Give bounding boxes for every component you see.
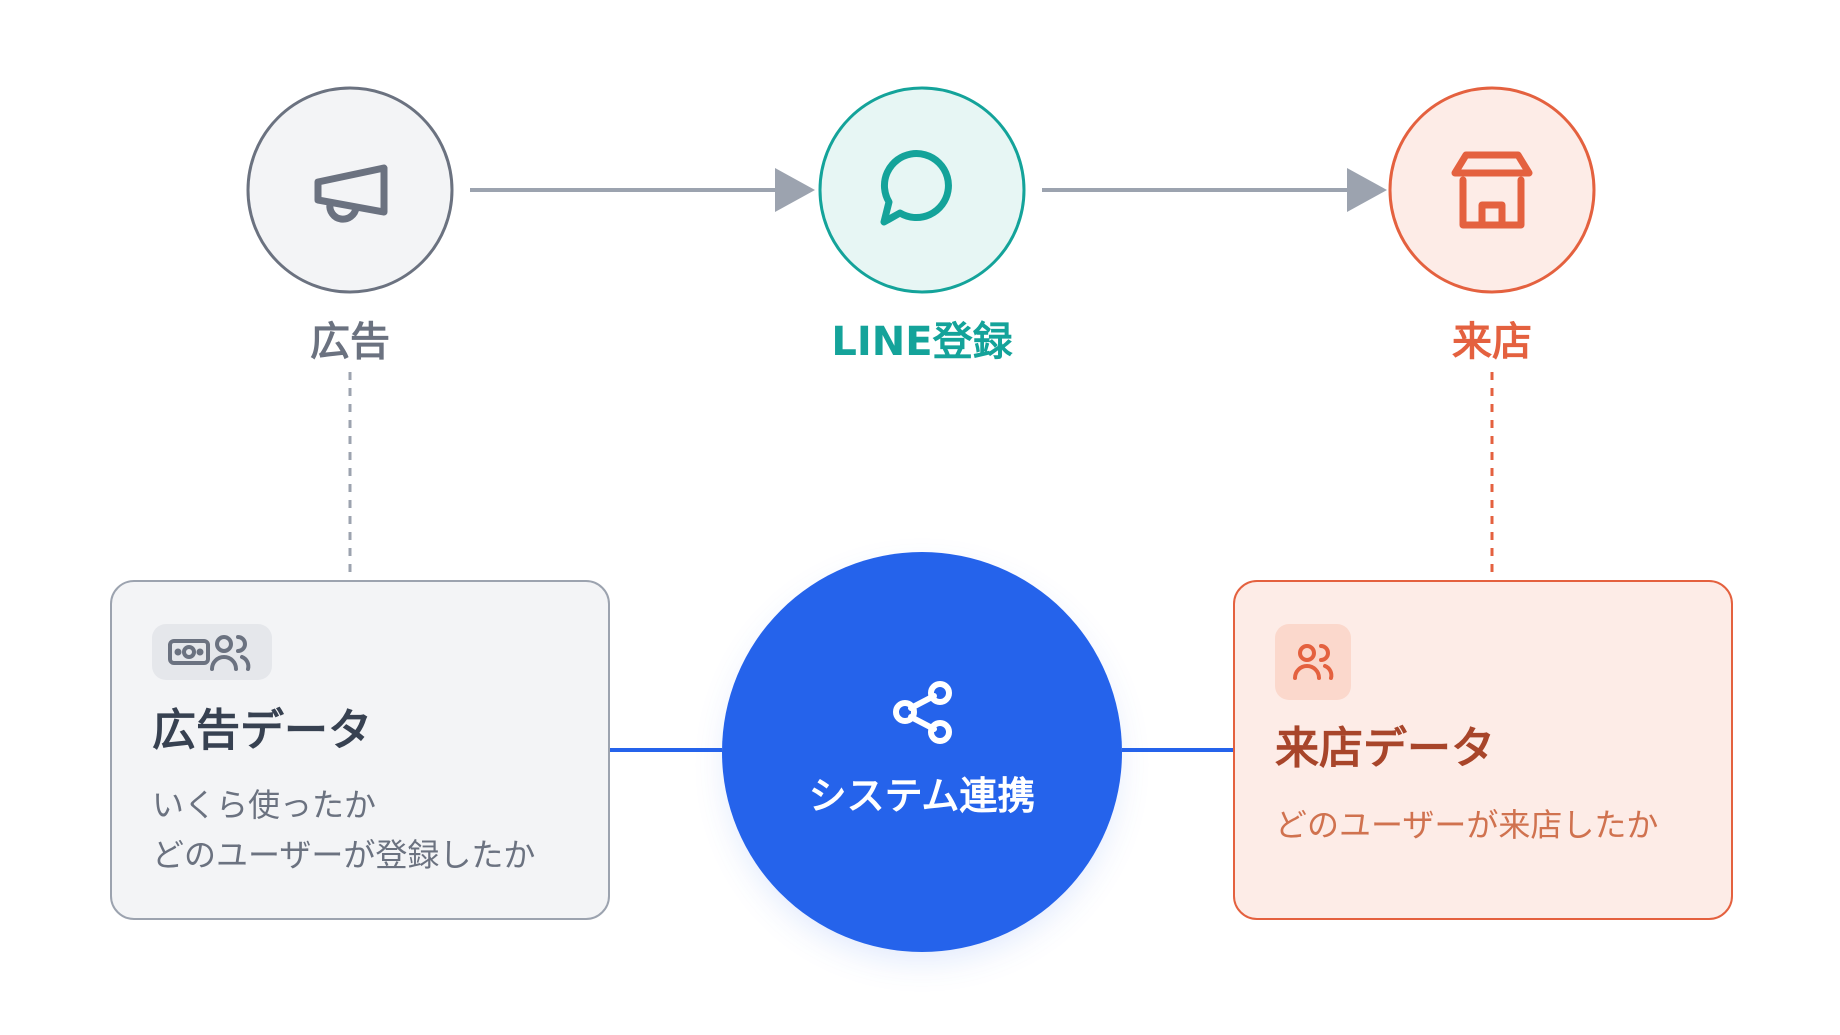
step-label-ad: 広告 <box>310 319 390 365</box>
money-icon <box>168 639 210 665</box>
step-label-line: LINE登録 <box>831 319 1013 365</box>
users-icon <box>1293 644 1334 680</box>
chat-bubble-icon <box>880 150 952 226</box>
card-visit-data-badge <box>1275 624 1351 700</box>
share-icon <box>893 681 952 744</box>
arrow-head-line-to-visit <box>1347 168 1387 212</box>
step-circle-ad <box>246 86 454 294</box>
arrow-head-ad-to-line <box>775 168 815 212</box>
card-ad-data-desc-1: いくら使ったか <box>152 786 377 824</box>
card-ad-data-desc-2: どのユーザーが登録したか <box>152 836 536 874</box>
step-circle-line <box>818 86 1026 294</box>
card-visit-data-desc-1: どのユーザーが来店したか <box>1275 806 1659 844</box>
card-visit-data-title: 来店データ <box>1275 723 1495 774</box>
megaphone-icon <box>314 164 388 223</box>
center-label: システム連携 <box>808 774 1036 818</box>
center-circle <box>722 552 1122 952</box>
card-ad-data: 広告データ いくら使ったか どのユーザーが登録したか <box>110 580 610 920</box>
card-visit-data: 来店データ どのユーザーが来店したか <box>1233 580 1733 920</box>
users-icon <box>210 635 251 671</box>
step-label-visit: 来店 <box>1452 319 1532 365</box>
card-ad-data-badge <box>152 624 272 680</box>
step-circle-visit <box>1388 86 1596 294</box>
card-ad-data-title: 広告データ <box>152 705 372 756</box>
store-icon <box>1451 151 1533 229</box>
